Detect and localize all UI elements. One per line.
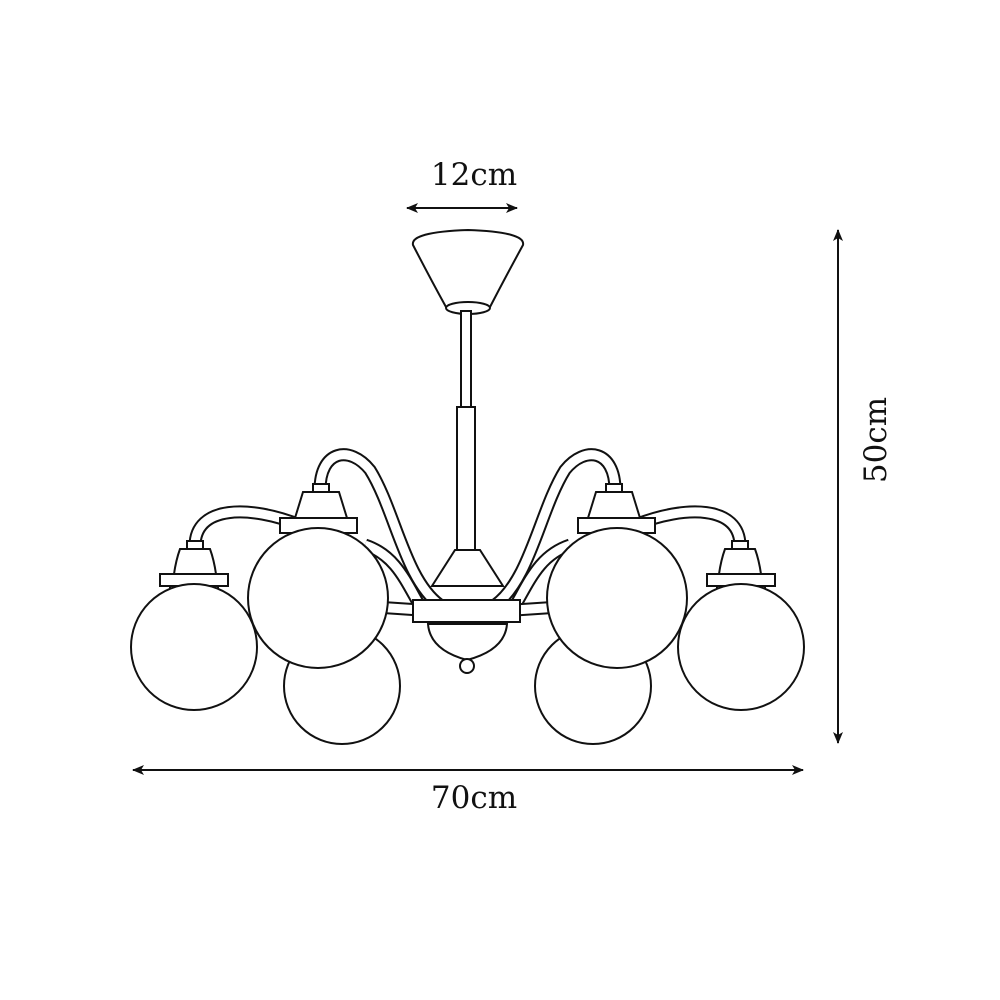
right-arms <box>495 455 804 744</box>
canopy-width-label: 12cm <box>431 157 517 193</box>
stem-thin <box>460 310 472 409</box>
canopy <box>411 228 525 315</box>
height-label: 50cm <box>858 397 894 483</box>
hub <box>412 549 521 674</box>
left-arms <box>131 455 440 744</box>
stem <box>456 406 476 551</box>
width-label: 70cm <box>431 780 517 816</box>
